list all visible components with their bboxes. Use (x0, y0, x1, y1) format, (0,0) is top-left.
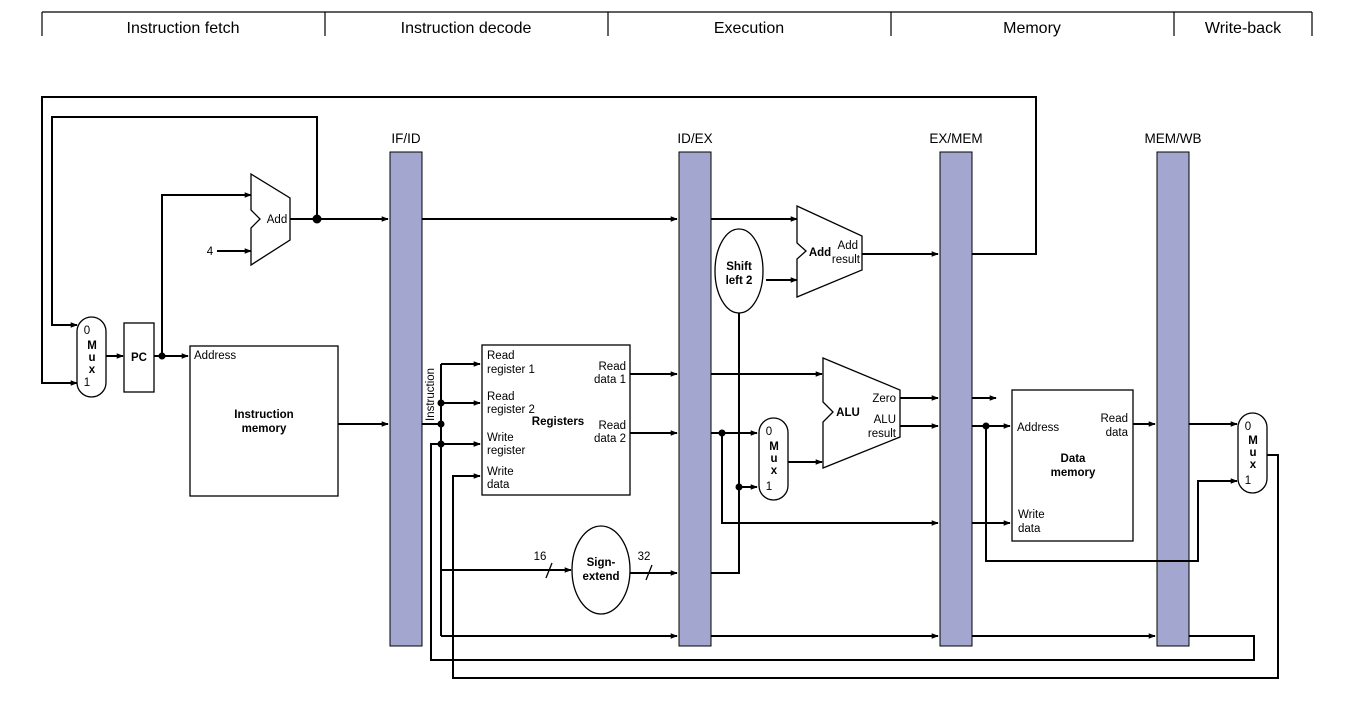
svg-text:Address: Address (1017, 422, 1059, 434)
svg-text:result: result (868, 428, 897, 440)
sign-extend-input-width: 16 (534, 551, 547, 563)
svg-text:Read: Read (487, 391, 515, 403)
mem-wb-register (1156, 151, 1190, 647)
branch-target-feedback-wire (41, 96, 1037, 386)
svg-text:Instruction: Instruction (234, 409, 293, 421)
svg-text:0: 0 (766, 426, 772, 438)
writeback-mux: 0 M u x 1 (1237, 412, 1268, 494)
svg-text:x: x (1250, 459, 1257, 471)
pc-adder-label: Add (267, 214, 287, 226)
pc-plus-four-feedback-wire (51, 116, 318, 328)
id-ex-register (678, 151, 712, 647)
ex-mem-register (939, 151, 973, 647)
svg-text:Sign-: Sign- (587, 557, 616, 569)
svg-text:memory: memory (1051, 467, 1096, 479)
sign-extend-unit: Sign- extend 16 32 (534, 525, 653, 615)
svg-text:Add: Add (838, 240, 858, 252)
svg-text:memory: memory (242, 423, 287, 435)
svg-text:0: 0 (1245, 421, 1251, 433)
svg-text:data 1: data 1 (594, 374, 626, 386)
svg-text:extend: extend (582, 571, 619, 583)
data-memory: Address Read data Data memory Write data (1011, 389, 1134, 542)
svg-text:x: x (771, 465, 778, 477)
svg-text:Zero: Zero (872, 393, 896, 405)
alu-mux: 0 M u x 1 (758, 417, 789, 501)
immediate-to-shift-wire (711, 313, 740, 574)
svg-text:register: register (487, 445, 526, 457)
svg-text:1: 1 (766, 481, 772, 493)
if-id-register (389, 151, 423, 647)
svg-text:M: M (1248, 435, 1258, 447)
register-file: Read register 1 Read register 2 Write re… (481, 344, 631, 496)
stage-label-memory: Memory (1003, 20, 1061, 37)
stage-header: Instruction fetch Instruction decode Exe… (41, 11, 1313, 37)
svg-text:left 2: left 2 (726, 275, 753, 287)
svg-text:data 2: data 2 (594, 433, 626, 445)
stage-label-writeback: Write-back (1205, 20, 1282, 37)
svg-text:Read: Read (599, 361, 627, 373)
id-ex-label: ID/EX (677, 131, 712, 146)
ex-mem-label: EX/MEM (929, 131, 982, 146)
pc-to-adder-wire (161, 192, 252, 356)
pc-register: PC (123, 322, 155, 393)
alu-result-to-memwb-wire (985, 426, 1238, 562)
svg-text:data: data (1106, 427, 1129, 439)
svg-text:ALU: ALU (874, 414, 896, 426)
junction-dots (158, 214, 990, 491)
mem-wb-label: MEM/WB (1145, 131, 1202, 146)
svg-text:0: 0 (84, 325, 90, 337)
write-data-return-wire (452, 454, 1279, 679)
svg-text:M: M (87, 340, 97, 352)
sign-extend-output-width: 32 (638, 551, 651, 563)
svg-text:result: result (832, 254, 861, 266)
svg-text:x: x (89, 364, 96, 376)
stage-label-execution: Execution (714, 20, 784, 37)
alu: ALU Zero ALU result (822, 357, 901, 469)
stage-label-decode: Instruction decode (401, 20, 532, 37)
branch-adder: Add Add result (796, 204, 863, 298)
svg-text:Shift: Shift (726, 261, 752, 273)
svg-text:Read: Read (1101, 413, 1129, 425)
read-data-2-to-exmem-wire (721, 433, 939, 526)
svg-text:u: u (1249, 447, 1256, 459)
shift-left-2-unit: Shift left 2 (714, 228, 764, 314)
svg-text:u: u (770, 453, 777, 465)
svg-text:Write: Write (487, 432, 514, 444)
pc-mux: 0 M u x 1 (76, 316, 107, 398)
svg-text:1: 1 (1245, 475, 1251, 487)
svg-text:Data: Data (1061, 453, 1087, 465)
instruction-memory: Address Instruction memory (189, 345, 339, 497)
svg-text:Add: Add (809, 247, 831, 259)
registers-title: Registers (532, 416, 584, 428)
alu-title: ALU (836, 407, 860, 419)
instruction-memory-address-label: Address (194, 350, 236, 362)
svg-text:M: M (769, 441, 779, 453)
stage-label-fetch: Instruction fetch (127, 20, 240, 37)
svg-text:data: data (1018, 523, 1041, 535)
svg-text:register 2: register 2 (487, 404, 535, 416)
pipeline-registers: IF/ID ID/EX EX/MEM MEM/WB (389, 131, 1202, 647)
svg-text:u: u (88, 352, 95, 364)
wires (41, 96, 1279, 679)
svg-text:Write: Write (1018, 509, 1045, 521)
svg-text:Read: Read (599, 420, 627, 432)
constant-four: 4 (207, 246, 214, 258)
svg-text:register 1: register 1 (487, 364, 535, 376)
instruction-bus-label: Instruction (425, 368, 437, 421)
svg-text:Read: Read (487, 350, 515, 362)
svg-text:data: data (487, 479, 510, 491)
pc-adder: Add (250, 172, 291, 267)
svg-text:1: 1 (84, 377, 90, 389)
pc-label: PC (131, 352, 147, 364)
svg-text:Write: Write (487, 466, 514, 478)
if-id-label: IF/ID (391, 131, 420, 146)
